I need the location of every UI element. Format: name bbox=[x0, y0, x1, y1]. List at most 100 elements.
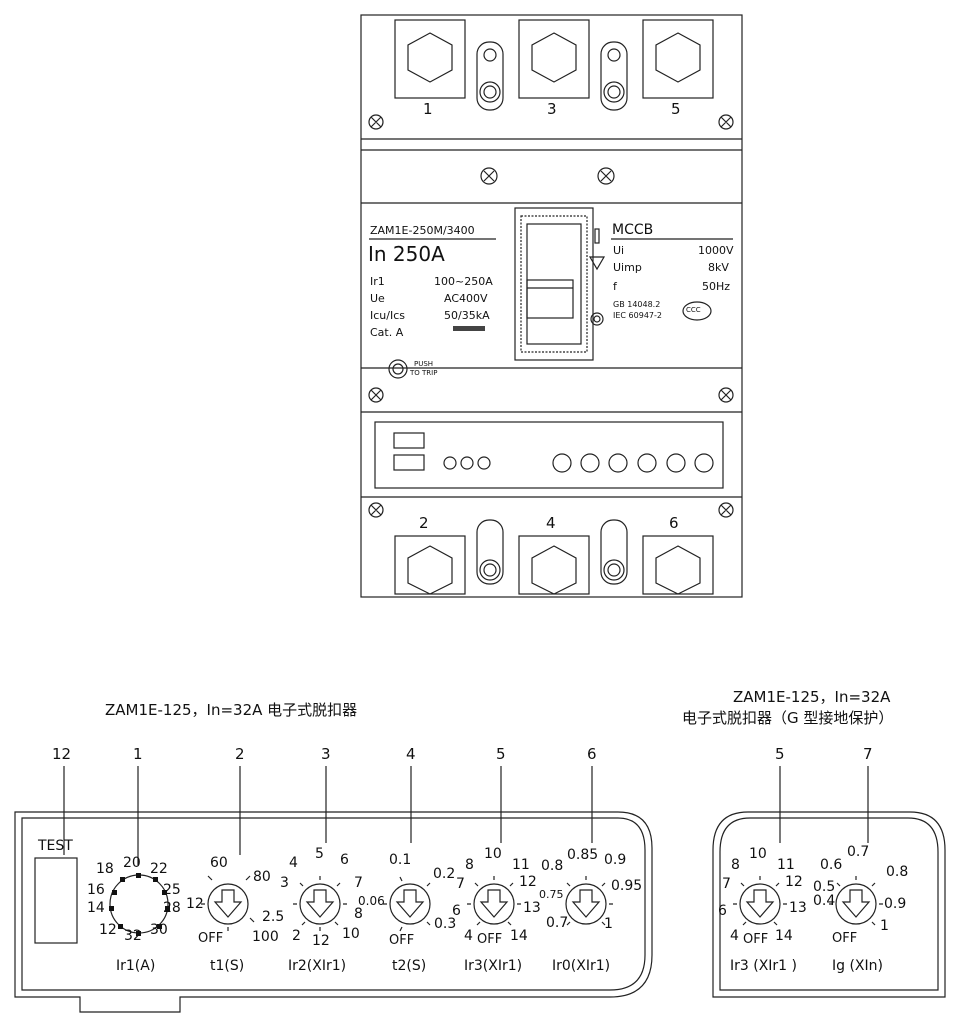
dial-value: 7 bbox=[456, 876, 465, 892]
dial-caption: t1(S) bbox=[210, 958, 245, 974]
dial-value: 4 bbox=[289, 855, 298, 871]
hex-bolt-icon bbox=[531, 32, 577, 83]
terminal-label: 3 bbox=[547, 100, 557, 118]
dial-value: 4 bbox=[464, 928, 473, 944]
arrow-down-icon bbox=[745, 889, 775, 918]
screw-icon bbox=[718, 387, 734, 403]
left-panel-outline bbox=[14, 811, 653, 1013]
dial-value: 11 bbox=[512, 857, 530, 873]
dial-value: 7 bbox=[354, 875, 363, 891]
standard-label: IEC 60947-2 bbox=[613, 311, 662, 320]
dial-value: 0.5 bbox=[813, 879, 836, 895]
dial-value: 0.8 bbox=[886, 864, 909, 880]
isolation-symbol-icon bbox=[453, 326, 485, 331]
dial-value: 13 bbox=[523, 900, 541, 916]
dial-value: 13 bbox=[789, 900, 807, 916]
dial-value: 0.9 bbox=[884, 896, 907, 912]
push-to-trip-button[interactable] bbox=[388, 359, 408, 379]
dial-value: 100 bbox=[252, 929, 279, 945]
ir3-dial[interactable] bbox=[739, 883, 781, 925]
screw-icon bbox=[368, 502, 384, 518]
callout-1: 1 bbox=[133, 745, 143, 763]
standard-label: GB 14048.2 bbox=[613, 300, 661, 309]
dial-value: 18 bbox=[96, 861, 114, 877]
callout-6: 6 bbox=[587, 745, 597, 763]
dial-value: 5 bbox=[315, 846, 324, 862]
ir3-dial[interactable] bbox=[473, 883, 515, 925]
spec-value: 50Hz bbox=[702, 280, 731, 293]
screw-icon bbox=[597, 167, 615, 185]
screw-icon bbox=[718, 114, 734, 130]
right-panel-subtitle: 电子式脱扣器（G 型接地保护） bbox=[682, 709, 894, 727]
breaker-body bbox=[360, 14, 743, 598]
ig-dial[interactable] bbox=[835, 883, 877, 925]
dial-value: 10 bbox=[342, 926, 360, 942]
right-panel-outline bbox=[712, 811, 946, 998]
spec-key: Ir1 bbox=[370, 275, 385, 288]
dial-value: 0.75 bbox=[539, 888, 564, 901]
t2-dial[interactable] bbox=[389, 883, 431, 925]
dial-value: 16 bbox=[87, 882, 105, 898]
ccc-text: CCC bbox=[686, 306, 701, 314]
callout-3: 3 bbox=[321, 745, 331, 763]
spec-value: 1000V bbox=[698, 244, 734, 257]
test-label: TEST bbox=[38, 838, 73, 854]
dial-value: 14 bbox=[775, 928, 793, 944]
dial-value: 10 bbox=[484, 846, 502, 862]
terminal-socket-1 bbox=[394, 19, 466, 99]
dial-value: 12 bbox=[519, 874, 537, 890]
callout-4: 4 bbox=[406, 745, 416, 763]
dial-value: 1 bbox=[604, 916, 613, 932]
dial-value: 4 bbox=[730, 928, 739, 944]
dial-value: 0.3 bbox=[434, 916, 457, 932]
dial-caption: t2(S) bbox=[392, 958, 427, 974]
t1-dial[interactable] bbox=[207, 883, 249, 925]
hex-bolt-icon bbox=[531, 545, 577, 595]
dial-value: 11 bbox=[777, 857, 795, 873]
model-label: ZAM1E-250M/3400 bbox=[370, 224, 475, 237]
terminal-label: 1 bbox=[423, 100, 433, 118]
hex-bolt-icon bbox=[407, 545, 453, 595]
dial-value: 12 bbox=[186, 896, 204, 912]
screw-icon bbox=[718, 502, 734, 518]
terminal-socket-3 bbox=[518, 19, 590, 99]
arrow-down-icon bbox=[479, 889, 509, 918]
handle-frame bbox=[514, 207, 594, 361]
hex-bolt-icon bbox=[655, 545, 701, 595]
arrow-down-icon bbox=[395, 889, 425, 918]
dial-value: 0.9 bbox=[604, 852, 627, 868]
dial-value: 25 bbox=[163, 882, 181, 898]
toggle-handle[interactable] bbox=[526, 279, 574, 319]
dial-value: 0.85 bbox=[567, 847, 599, 863]
dial-caption: Ir0(XIr1) bbox=[552, 958, 611, 974]
spec-key: Cat. A bbox=[370, 326, 404, 339]
dial-value: 8 bbox=[465, 857, 474, 873]
test-button[interactable] bbox=[34, 857, 78, 944]
ir0-dial[interactable] bbox=[565, 883, 607, 925]
terminal-label: 5 bbox=[671, 100, 681, 118]
dial-value: 6 bbox=[718, 903, 727, 919]
dial-value: 22 bbox=[150, 861, 168, 877]
ir2-dial[interactable] bbox=[299, 883, 341, 925]
push-label: PUSH bbox=[414, 360, 434, 368]
screw-icon bbox=[480, 167, 498, 185]
spec-key: Icu/Ics bbox=[370, 309, 405, 322]
arrow-down-icon bbox=[305, 889, 335, 918]
dial-value: 2 bbox=[292, 928, 301, 944]
spec-value: AC400V bbox=[444, 292, 488, 305]
dial-caption: Ir2(XIr1) bbox=[288, 958, 347, 974]
callout-5: 5 bbox=[496, 745, 506, 763]
dial-value: 1 bbox=[880, 918, 889, 934]
spec-key: Ue bbox=[370, 292, 385, 305]
arrow-down-icon bbox=[841, 889, 871, 918]
dial-value: OFF bbox=[832, 931, 858, 946]
right-panel-title: ZAM1E-125，In=32A bbox=[733, 688, 891, 706]
dial-value: 14 bbox=[87, 900, 105, 916]
dial-value: 80 bbox=[253, 869, 271, 885]
dial-value: 2.5 bbox=[262, 909, 285, 925]
dial-caption: Ig (XIn) bbox=[832, 958, 883, 974]
callout-2: 2 bbox=[235, 745, 245, 763]
spec-key: f bbox=[613, 280, 617, 293]
